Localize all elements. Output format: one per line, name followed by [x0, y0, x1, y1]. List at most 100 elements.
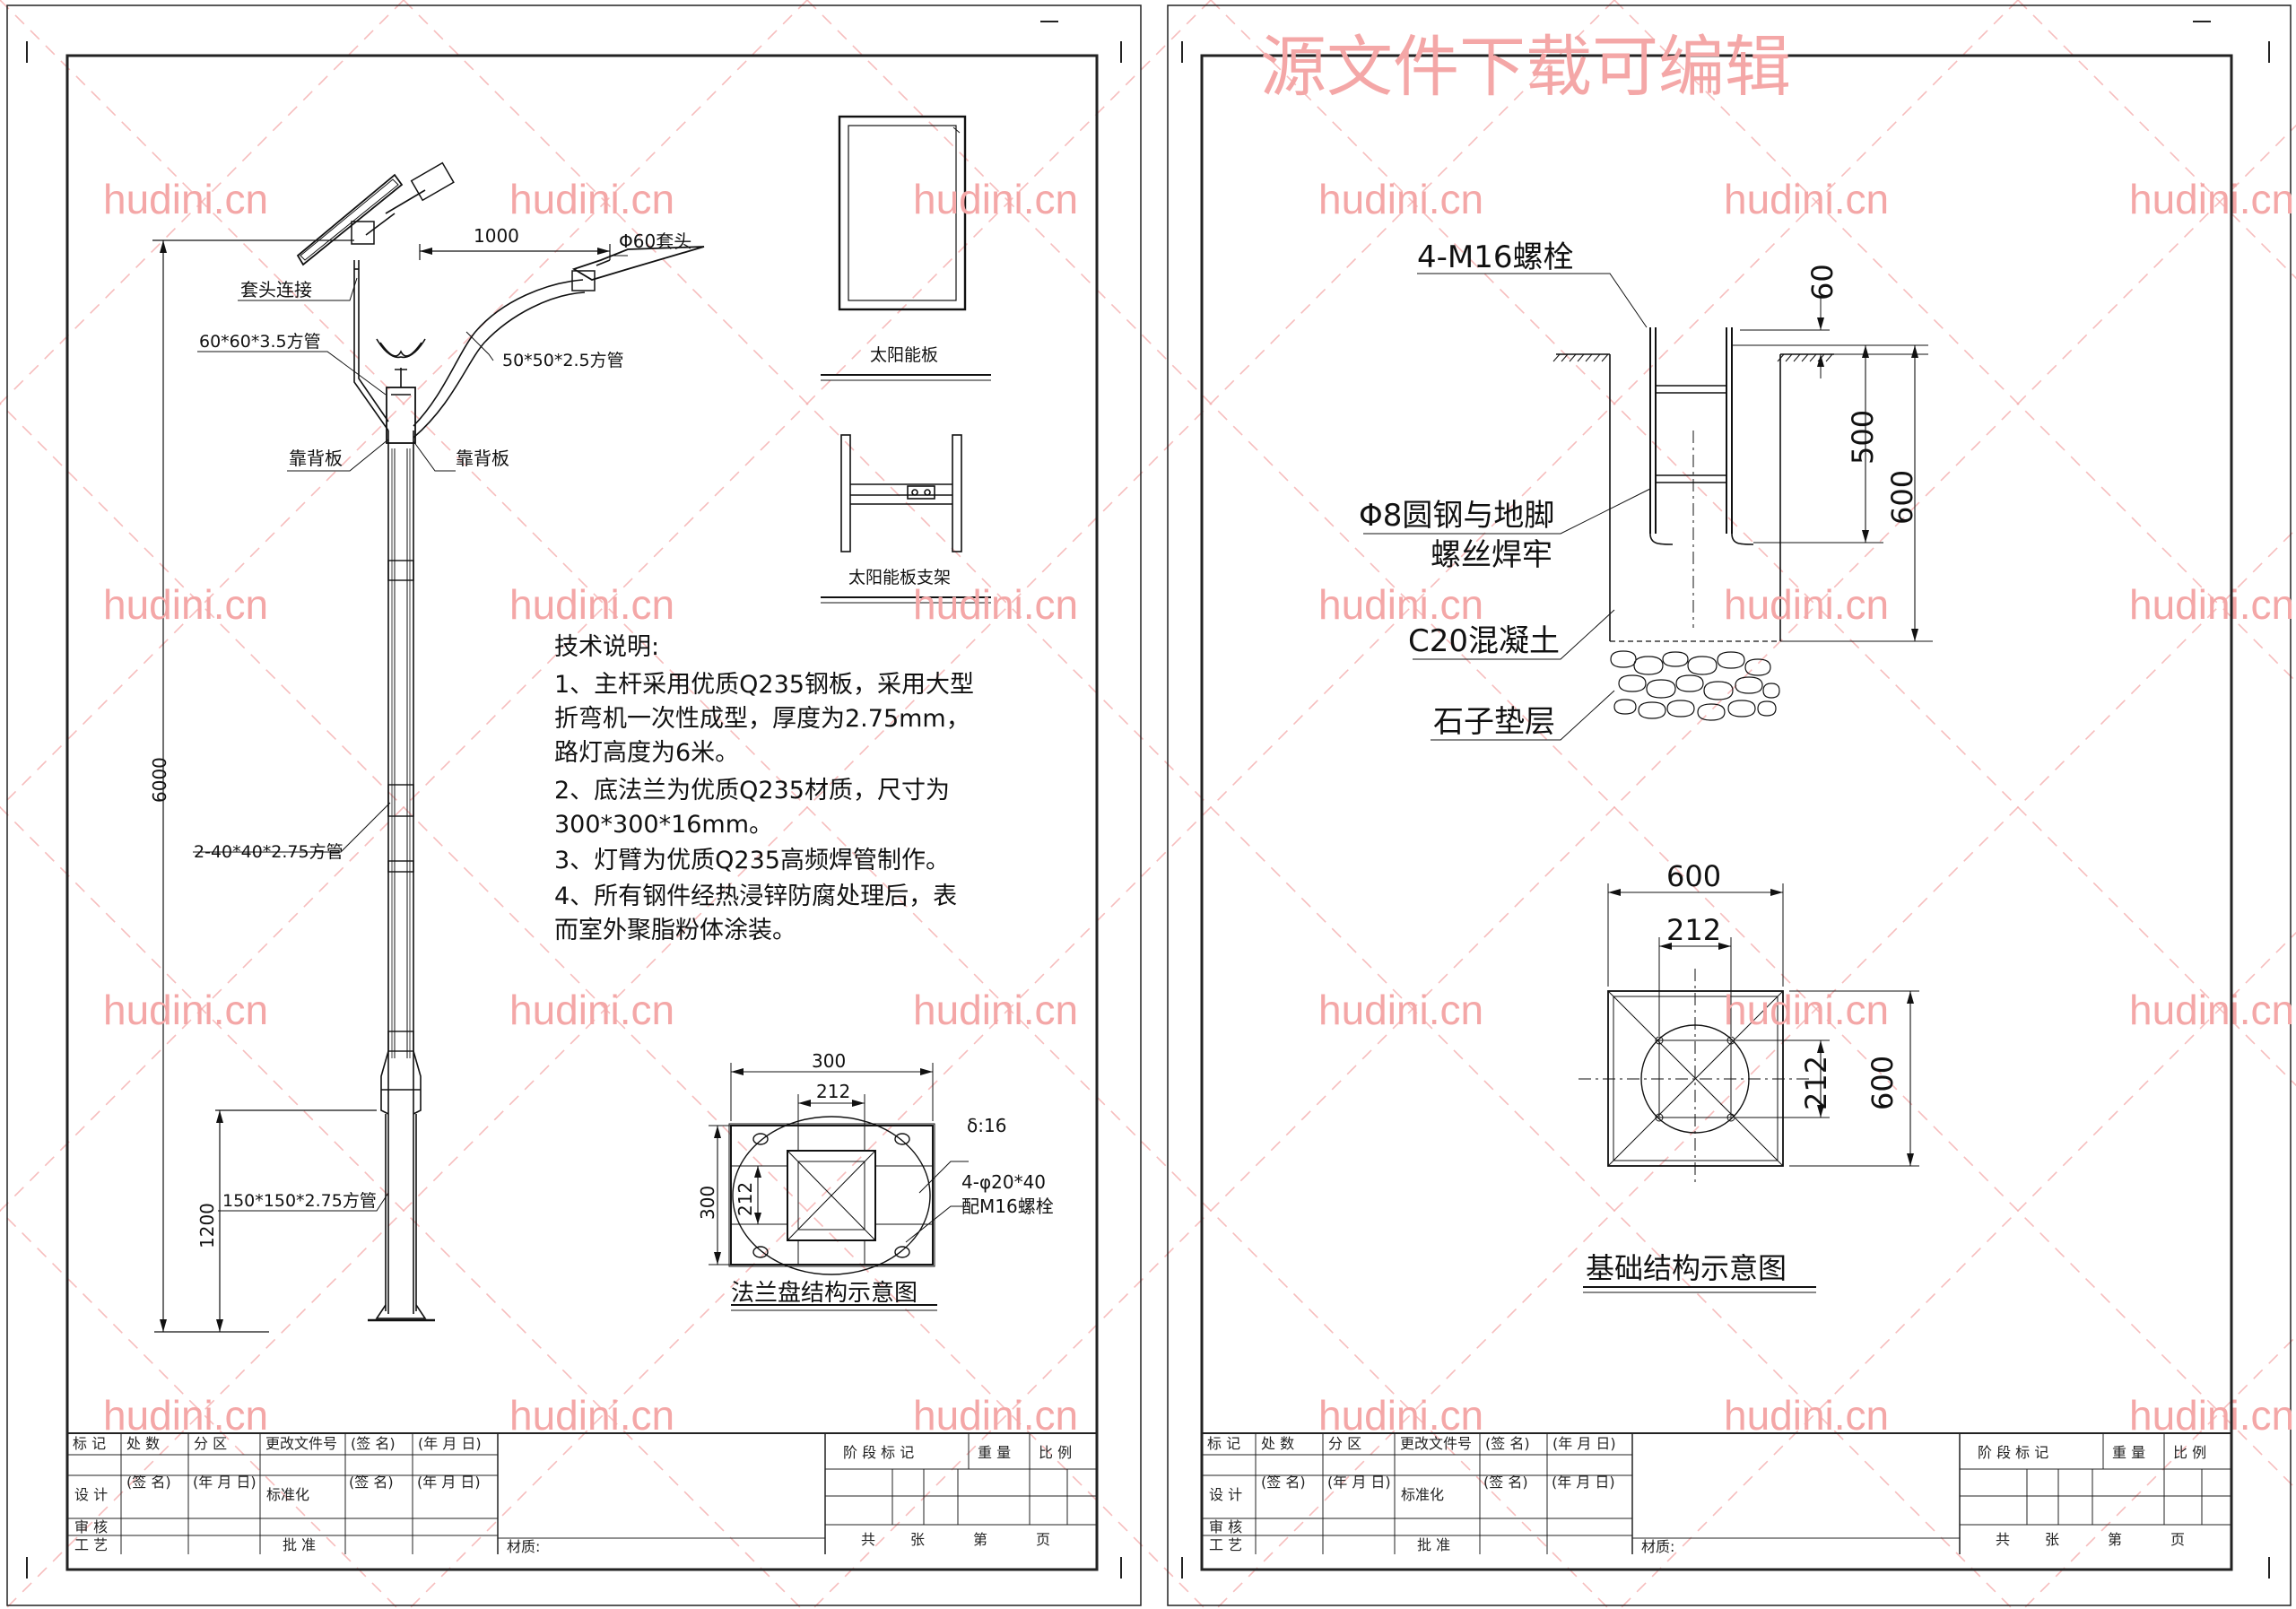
sheet1-inner-frame [65, 54, 1099, 1571]
watermark-site-label: hudini.cn [913, 581, 1078, 628]
title-block-sheets: 共 [1996, 1531, 2010, 1548]
tech-note-line: 路灯高度为6米。 [554, 739, 739, 767]
watermark-site-label: hudini.cn [103, 1392, 268, 1439]
middle-tubes-label: 2-40*40*2.75方管 [194, 842, 344, 862]
sheet-frames [6, 4, 2292, 1606]
plan-title: 基础结构示意图 [1586, 1251, 1787, 1285]
title-block-sheets: 第 [973, 1531, 987, 1548]
back-plate-right-label: 靠背板 [456, 448, 509, 469]
foundation-plan [1578, 883, 1919, 1293]
title-block-material: 材质: [1641, 1538, 1674, 1555]
tech-notes-heading: 技术说明: [554, 633, 659, 661]
anchor-bolts-label: 4-M16螺栓 [1417, 239, 1574, 275]
watermark-site-label: hudini.cn [2129, 987, 2294, 1033]
plan-inner-dim: 212 [1666, 913, 1721, 947]
title-block-sheets: 页 [1036, 1531, 1050, 1548]
rebar-label-2: 螺丝焊牢 [1431, 537, 1552, 573]
watermark-site-label: hudini.cn [509, 987, 674, 1033]
title-block-cell: 标准化 [1401, 1486, 1444, 1503]
title-block-cell: 批 准 [283, 1536, 316, 1553]
title-block-cell: 批 准 [1417, 1536, 1450, 1553]
tech-note-line: 1、主杆采用优质Q235钢板，采用大型 [554, 671, 974, 699]
watermark-text: hudini.cn hudini.cn hudini.cn hudini.cn hudi… [103, 176, 2294, 1439]
title-block-scale: 比 例 [1039, 1444, 1072, 1461]
top-dim: 60 [1805, 264, 1839, 300]
watermark-site-label: hudini.cn [1724, 581, 1889, 628]
sheet2-outer-frame [1167, 4, 2292, 1606]
title-block-cell: 标 记 [73, 1435, 106, 1452]
title-block-material: 材质: [507, 1538, 540, 1555]
plan-outer-dim: 600 [1666, 859, 1721, 893]
title-block-stage: 阶 段 标 记 [1978, 1444, 2048, 1461]
watermark-site-label: hudini.cn [1318, 987, 1483, 1033]
title-block-cell: (签 名) [126, 1474, 171, 1491]
tech-note-line: 3、灯臂为优质Q235高频焊管制作。 [554, 847, 950, 874]
plan-outer-v-dim: 600 [1866, 1056, 1900, 1110]
flange-inner-v-dim: 212 [735, 1182, 756, 1216]
tech-note-line: 4、所有钢件经热浸锌防腐处理后，表 [554, 883, 957, 910]
collar-label: 套头连接 [240, 279, 312, 300]
watermark-site-label: hudini.cn [1318, 1392, 1483, 1439]
title-block-cell: 处 数 [126, 1435, 160, 1452]
pole-dimension-arrows [160, 240, 610, 1332]
base-tube-label: 150*150*2.75方管 [222, 1191, 377, 1211]
watermark-site-label: hudini.cn [2129, 1392, 2294, 1439]
watermark-site-label: hudini.cn [1724, 1392, 1889, 1439]
title-block-cell: (年 月 日) [418, 1435, 482, 1452]
flange-arrows [714, 1068, 933, 1265]
flange-drawing [709, 1063, 969, 1311]
watermark-site-label: hudini.cn [509, 176, 674, 222]
height-total-label: 6000 [149, 757, 170, 803]
watermark-site-label: hudini.cn [1724, 176, 1889, 222]
gravel-label: 石子垫层 [1433, 704, 1555, 740]
flange-holes: 4-φ20*40 [961, 1171, 1046, 1193]
title-block-sheets: 共 [861, 1531, 875, 1548]
title-block-cell: (年 月 日) [1552, 1435, 1616, 1452]
watermark-site-label: hudini.cn [103, 176, 268, 222]
title-block-cell: (签 名) [349, 1474, 394, 1491]
title-block-cell: (年 月 日) [193, 1474, 257, 1491]
embed-dim: 500 [1846, 410, 1880, 465]
arm-tube-label: 50*50*2.5方管 [502, 351, 624, 370]
title-block-sheet2: 标 记处 数分 区更改文件号(签 名)(年 月 日)设 计(签 名)(年 月 日… [1201, 1432, 2231, 1555]
title-block-cell: (年 月 日) [417, 1474, 481, 1491]
title-block-cell: 分 区 [1328, 1435, 1361, 1452]
watermark-site-label: hudini.cn [913, 987, 1078, 1033]
title-block-sheets: 张 [2045, 1531, 2059, 1548]
title-block-cell: 工 艺 [1209, 1536, 1242, 1553]
watermark-site-label: hudini.cn [913, 176, 1078, 222]
panel-bracket-label: 太阳能板支架 [848, 568, 951, 587]
title-block-sheets: 张 [910, 1531, 925, 1548]
title-block-sheets: 页 [2170, 1531, 2185, 1548]
watermark-banner: 源文件下载可编辑 [1260, 30, 1791, 104]
panel-bracket-drawing [821, 434, 991, 604]
tech-note-line: 折弯机一次性成型，厚度为2.75mm， [554, 705, 970, 733]
base-height-label: 1200 [196, 1203, 218, 1248]
plan-inner-v-dim: 212 [1799, 1056, 1833, 1110]
title-block-cell: (签 名) [1483, 1474, 1528, 1491]
watermark-site-label: hudini.cn [103, 987, 268, 1033]
title-block-cell: 更改文件号 [1400, 1435, 1472, 1452]
title-block-scale: 比 例 [2173, 1444, 2206, 1461]
watermark-site-label: hudini.cn [913, 1392, 1078, 1439]
title-block-cell: 分 区 [194, 1435, 227, 1452]
watermark-site-label: hudini.cn [1318, 176, 1483, 222]
title-block-weight: 重 量 [2112, 1444, 2145, 1461]
tech-note-line: 2、底法兰为优质Q235材质，尺寸为 [554, 777, 950, 804]
rebar-label-1: Φ8圆钢与地脚 [1359, 498, 1554, 534]
concrete-label: C20混凝土 [1408, 623, 1560, 659]
title-block-stage: 阶 段 标 记 [843, 1444, 914, 1461]
lamp-head-label: Φ60套头 [619, 230, 691, 252]
solar-panel-label: 太阳能板 [870, 345, 938, 365]
pole-dimensions [152, 239, 611, 1333]
flange-bolts: 配M16螺栓 [961, 1196, 1054, 1217]
flange-inner-dim: 212 [816, 1081, 850, 1102]
title-block-cell: 更改文件号 [265, 1435, 337, 1452]
title-block-cell: (签 名) [1485, 1435, 1530, 1452]
watermark-site-label: hudini.cn [1724, 987, 1889, 1033]
title-block-cell: (年 月 日) [1552, 1474, 1615, 1491]
flange-thickness: δ:16 [967, 1115, 1006, 1136]
